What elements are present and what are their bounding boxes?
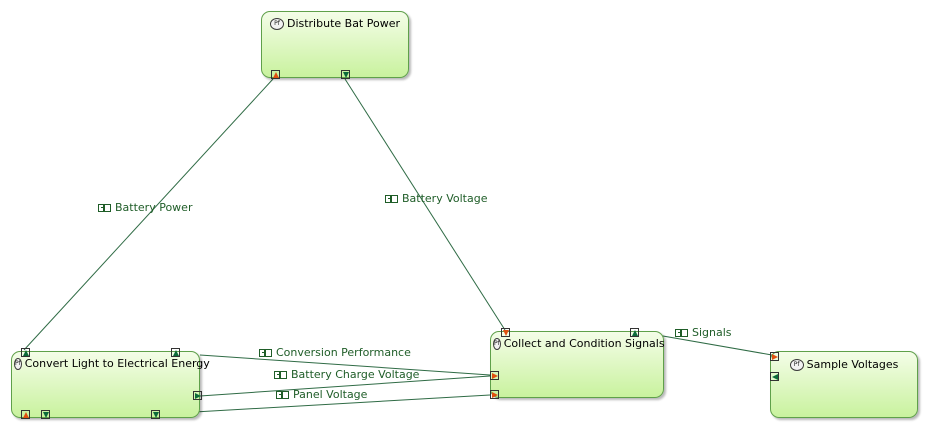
output-port-icon[interactable]: [151, 410, 160, 419]
flow-label-text: Battery Voltage: [402, 192, 488, 205]
physical-function-icon: Pf: [789, 358, 804, 371]
input-port-icon[interactable]: [490, 390, 499, 399]
connector-battery-charge-voltage[interactable]: [199, 375, 491, 397]
connector-battery-power[interactable]: [23, 78, 274, 351]
flow-label-text: Conversion Performance: [276, 346, 411, 359]
function-header: Pf Convert Light to Electrical Energy: [12, 357, 210, 370]
function-title: Distribute Bat Power: [286, 17, 401, 30]
output-port-icon[interactable]: [630, 328, 639, 337]
functional-exchange-icon: [675, 328, 689, 337]
output-port-icon[interactable]: [21, 348, 30, 357]
function-sample-voltages[interactable]: Pf Sample Voltages: [770, 351, 918, 418]
flow-label-panel-voltage[interactable]: Panel Voltage: [276, 388, 367, 401]
input-port-icon[interactable]: [271, 70, 280, 79]
function-title: Convert Light to Electrical Energy: [24, 357, 210, 370]
functional-exchange-icon: [98, 203, 112, 212]
flow-label-conversion-performance[interactable]: Conversion Performance: [259, 346, 411, 359]
functional-exchange-icon: [274, 370, 288, 379]
function-convert-light[interactable]: Pf Convert Light to Electrical Energy: [11, 348, 210, 419]
input-port-icon[interactable]: [501, 328, 510, 337]
input-port-icon[interactable]: [770, 352, 779, 361]
function-header: Pf Distribute Bat Power: [262, 17, 408, 30]
flow-label-text: Battery Power: [115, 201, 193, 214]
physical-function-icon: Pf: [14, 357, 22, 370]
input-port-icon[interactable]: [21, 410, 30, 419]
connector-panel-voltage[interactable]: [159, 394, 491, 415]
output-port-icon[interactable]: [341, 70, 350, 79]
function-title: Sample Voltages: [806, 358, 899, 371]
functional-exchange-icon: [276, 390, 290, 399]
functional-exchange-icon: [259, 348, 273, 357]
function-title: Collect and Condition Signals: [503, 337, 665, 350]
connector-battery-voltage[interactable]: [344, 78, 506, 331]
function-header: Pf Sample Voltages: [771, 358, 917, 371]
output-port-icon[interactable]: [770, 372, 779, 381]
connector-conversion-performance[interactable]: [199, 354, 491, 376]
flow-label-battery-power[interactable]: Battery Power: [98, 201, 192, 214]
flow-label-battery-voltage[interactable]: Battery Voltage: [385, 192, 487, 205]
function-header: Pf Collect and Condition Signals: [491, 337, 665, 350]
physical-function-icon: Pf: [493, 337, 501, 350]
function-collect-condition-signals[interactable]: Pf Collect and Condition Signals: [490, 328, 665, 399]
function-distribute-bat-power[interactable]: Pf Distribute Bat Power: [261, 11, 409, 79]
physical-function-icon: Pf: [269, 17, 284, 30]
flow-label-battery-charge-voltage[interactable]: Battery Charge Voltage: [274, 368, 419, 381]
flow-label-text: Battery Charge Voltage: [291, 368, 420, 381]
flow-label-signals[interactable]: Signals: [675, 326, 732, 339]
flow-label-text: Panel Voltage: [293, 388, 368, 401]
output-port-icon[interactable]: [41, 410, 50, 419]
output-port-icon[interactable]: [171, 348, 180, 357]
flow-label-text: Signals: [692, 326, 732, 339]
functional-exchange-icon: [385, 194, 399, 203]
output-port-icon[interactable]: [193, 391, 202, 400]
input-port-icon[interactable]: [490, 371, 499, 380]
